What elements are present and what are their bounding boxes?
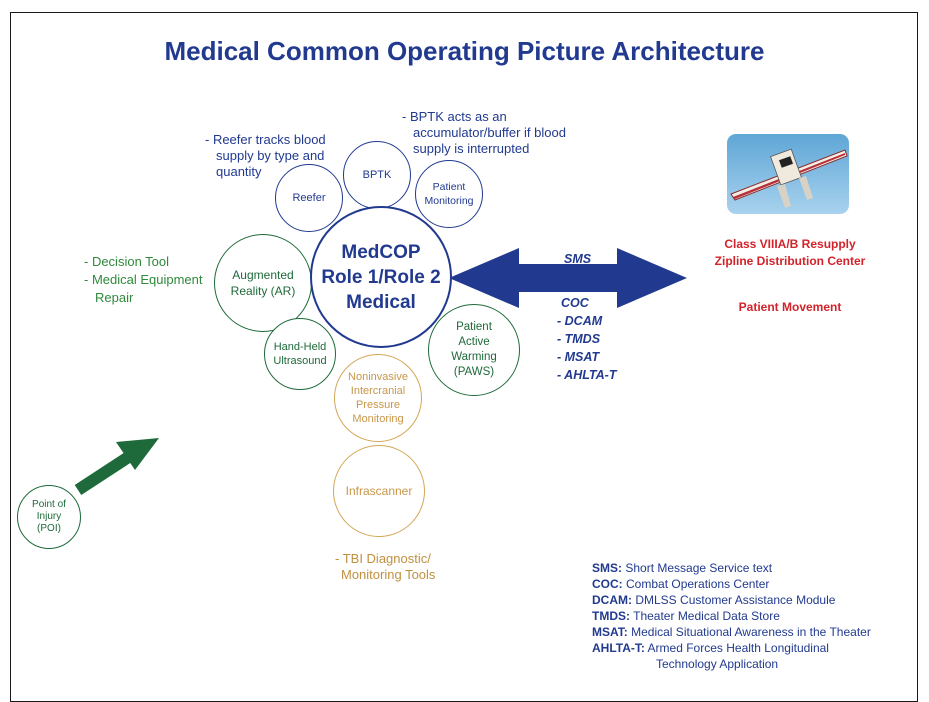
legend-item: COC: Combat Operations Center [592, 577, 770, 591]
resupply-label: Class VIIIA/B Resupply Zipline Distribut… [714, 237, 866, 268]
page-title: Medical Common Operating Picture Archite… [164, 36, 765, 66]
zipline-drone-image [727, 134, 849, 214]
acronym-legend: SMS: Short Message Service text COC: Com… [592, 560, 871, 672]
infrascanner-node: Infrascanner [333, 445, 425, 537]
poi-arrow [74, 438, 159, 496]
legend-item: TMDS: Theater Medical Data Store [592, 609, 780, 623]
decision-note: - Decision Tool - Medical Equipment Repa… [84, 254, 203, 305]
arrows-layer [74, 248, 687, 496]
legend-item: MSAT: Medical Situational Awareness in t… [592, 625, 871, 639]
bptk-note: - BPTK acts as an accumulator/buffer if … [402, 109, 566, 156]
sms-label: SMS [564, 252, 592, 266]
legend-item: AHLTA-T: Armed Forces Health Longitudina… [592, 641, 829, 655]
legend-item: Technology Application [656, 657, 779, 671]
tbi-note: - TBI Diagnostic/ Monitoring Tools [335, 551, 436, 582]
data-systems-list: COC - DCAM - TMDS - MSAT - AHLTA-T [557, 296, 617, 382]
sms-double-arrow [449, 248, 687, 308]
legend-item: SMS: Short Message Service text [592, 561, 773, 575]
bptk-node: BPTK [343, 141, 411, 209]
legend-item: DCAM: DMLSS Customer Assistance Module [592, 593, 836, 607]
reefer-node: Reefer [275, 164, 343, 232]
reefer-note: - Reefer tracks blood supply by type and… [205, 132, 326, 179]
patient-movement-label: Patient Movement [738, 300, 842, 314]
